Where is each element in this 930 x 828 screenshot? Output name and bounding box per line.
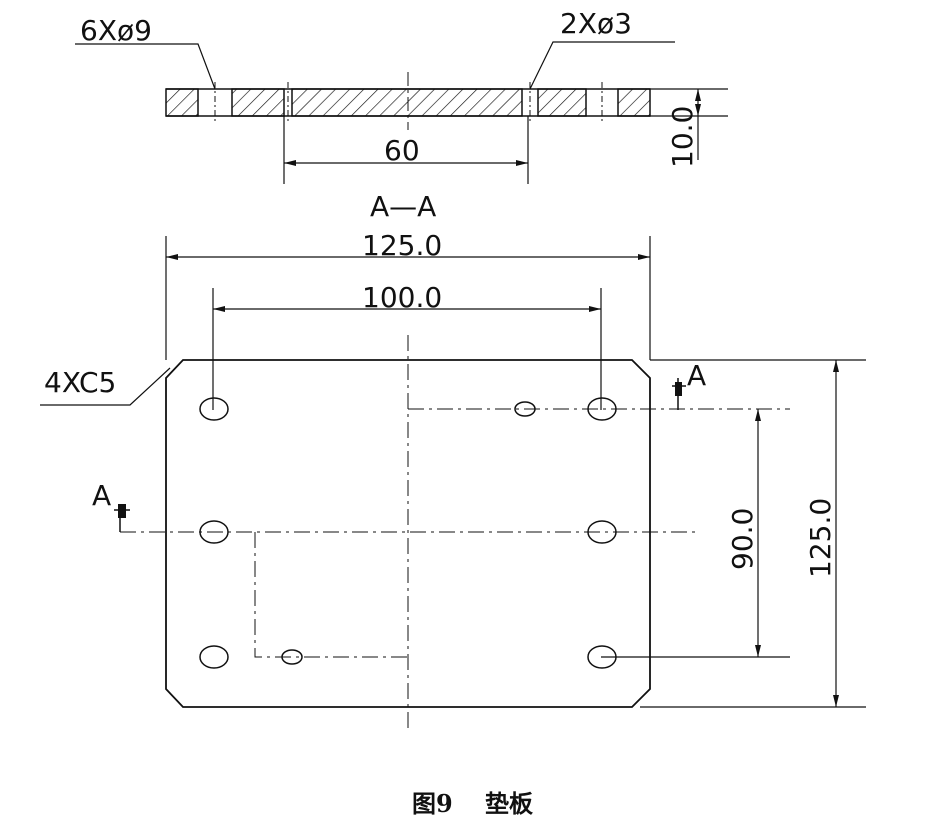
pin-hole [514,401,536,417]
hole-callout-6x9: 6Xø9 [80,14,152,47]
mounting-hole [199,645,229,669]
section-label: A—A [370,190,436,223]
section-segment [617,88,651,117]
overall-height-dimension: 125.0 [804,498,837,578]
mounting-hole [199,520,229,544]
overall-width-dimension: 125.0 [362,229,442,262]
plate-outline [165,359,651,708]
mounting-hole [199,397,229,421]
section-marker-left: A [92,479,111,512]
section-view: 6Xø9 2Xø3 60 10.0 A—A [75,7,728,223]
mounting-hole [587,397,617,421]
hole-spacing-dimension: 100.0 [362,281,442,314]
leader-line [529,41,675,90]
section-segment [291,88,523,117]
section-marker-right: A [687,359,706,392]
section-segment [537,88,587,117]
mounting-hole [587,645,617,669]
section-segment [165,88,199,117]
figure-title: 垫板 [485,789,534,818]
section-segment [231,88,285,117]
leader-line [40,367,171,406]
hole-vertical-spacing-dimension: 90.0 [726,508,759,570]
mounting-hole [587,520,617,544]
plan-view: 125.0 100.0 4XC5 90.0 [40,229,866,732]
chamfer-callout: 4XC5 [44,366,116,399]
section-path [254,532,408,658]
hole-callout-2x3: 2Xø3 [560,7,632,40]
width-dimension-60: 60 [384,134,420,167]
figure-number: 图9 [412,789,453,818]
pin-hole [281,649,303,665]
thickness-dimension: 10.0 [666,106,699,168]
figure-caption: 图9 垫板 [412,789,534,818]
leader-line [75,43,216,90]
